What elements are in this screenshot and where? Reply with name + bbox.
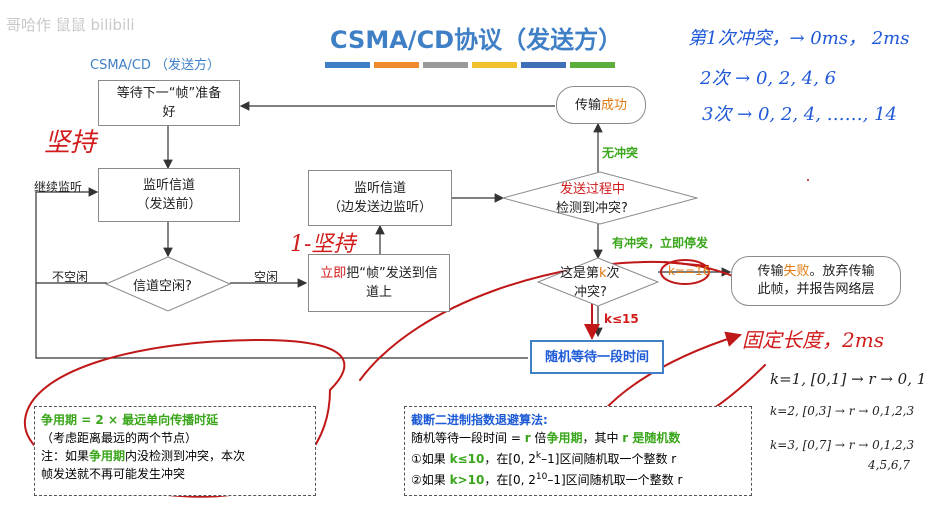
wait-frame-text: 等待下一“帧”准备好 [116, 86, 222, 120]
hand-one-persist: 1-坚持 [290, 232, 356, 257]
bl2sup: k [535, 451, 542, 461]
contention-line-1: 争用期 = 2 × 最远单向传播时延 [41, 411, 309, 429]
listen-before-text: 监听信道 （发送前） [136, 178, 202, 212]
backoff-line-2: ①如果 k≤10，在[0, 2k–1]区间随机取一个整数 r [411, 447, 745, 468]
title-color-bar [325, 62, 615, 68]
hand-first: 第1次冲突，→ 0ms， 2ms [688, 28, 910, 49]
hand-fixed: 固定长度，2ms [742, 328, 884, 352]
backoff-title: 截断二进制指数退避算法: [411, 413, 548, 427]
detect-q2-text: 检测到冲突? [556, 201, 628, 216]
kth-k: k [599, 266, 607, 281]
title-bar-segment-2 [374, 62, 419, 68]
kth-collision-diamond [537, 257, 659, 307]
success-prefix: 传输 [574, 97, 601, 113]
edge-k-le-15: k≤15 [604, 312, 639, 326]
kth-a: 这是第 [560, 266, 600, 281]
edge-k-eq-16: k==16 [668, 264, 711, 278]
send-prefix: 立即 [320, 266, 347, 281]
hand-persist: 坚持 [44, 128, 97, 158]
channel-idle-text: 信道空闲? [133, 279, 192, 294]
bl1a: 随机等待一段时间 = [411, 431, 525, 445]
contention-term: 争用期 [41, 413, 78, 427]
listen-before-node: 监听信道 （发送前） [98, 168, 240, 222]
bl3c: –1]区间随机取一个整数 r [547, 473, 683, 487]
kth-text-1: 这是第k次 [560, 262, 620, 281]
bl1c: 争用期 [546, 431, 583, 445]
bl2a: ①如果 [411, 452, 450, 466]
cl3b: 争用期 [89, 449, 126, 463]
bl2b: ，在[0, 2 [484, 452, 536, 466]
edge-no-collision: 无冲突 [602, 146, 639, 160]
edge-busy: 不空闲 [52, 270, 89, 284]
contention-line-3: 注：如果争用期内没检测到冲突，本次 [41, 447, 309, 465]
cl3a: 注：如果 [41, 449, 90, 463]
contention-line-4: 帧发送就不再可能发生冲突 [41, 467, 186, 481]
backoff-line-3: ②如果 k>10，在[0, 210–1]区间随机取一个整数 r [411, 468, 745, 489]
success-text: 传输成功 [575, 96, 627, 115]
failure-line-1: 传输失败。放弃传输 [757, 263, 874, 281]
bl1d: ，其中 [582, 431, 623, 445]
fail-b: 。放弃传输 [809, 264, 875, 279]
edge-idle: 空闲 [254, 270, 279, 284]
title-bar-segment-4 [472, 62, 517, 68]
random-wait-text: 随机等待一段时间 [544, 349, 649, 365]
hand-k1: k=1, [0,1] → r → 0, 1 [770, 370, 927, 388]
hand-k3: k=3, [0,7] → r → 0,1,2,3 [770, 438, 915, 452]
bl1b: 倍 [530, 431, 547, 445]
detect-q1-text: 发送过程中 [560, 182, 626, 197]
send-frame-text: 立即把“帧”发送到信道上 [309, 264, 449, 302]
kth-text-2: 冲突? [574, 285, 607, 300]
contention-period-note: 争用期 = 2 × 最远单向传播时延 （考虑距离最远的两个节点） 注：如果争用期… [34, 406, 316, 496]
hand-k2: k=2, [0,3] → r → 0,1,2,3 [770, 404, 915, 418]
bl1r: r [524, 431, 531, 445]
title-bar-segment-1 [325, 62, 370, 68]
edge-has-collision: 有冲突，立即停发 [612, 236, 709, 250]
title-bar-segment-6 [570, 62, 615, 68]
fail-word: 失败 [783, 264, 810, 279]
backoff-algorithm-note: 截断二进制指数退避算法: 随机等待一段时间 = r 倍争用期，其中 r 是随机数… [404, 406, 752, 496]
success-word: 成功 [601, 97, 628, 113]
send-frame-node: 立即把“帧”发送到信道上 [308, 254, 450, 312]
cl3c: 内没检测到冲突，本次 [125, 449, 246, 463]
kth-b: 次 [606, 266, 620, 281]
detect-collision-diamond [502, 171, 698, 225]
channel-idle-diamond [105, 256, 231, 312]
send-rest: 把“帧”发送到信道上 [346, 266, 438, 300]
fail-a: 传输 [757, 264, 784, 279]
wait-frame-node: 等待下一“帧”准备好 [98, 80, 240, 126]
hand-second: 2次 → 0, 2, 4, 6 [700, 68, 837, 89]
bl3k: k>10 [449, 473, 485, 487]
random-wait-node: 随机等待一段时间 [530, 340, 664, 374]
bl3sup: 10 [535, 472, 548, 482]
diagram-subtitle: CSMA/CD （发送方） [90, 58, 221, 73]
bl1e: r 是随机数 [622, 431, 681, 445]
bl2c: –1]区间随机取一个整数 r [541, 452, 677, 466]
listen-during-node: 监听信道 （边发送边监听） [308, 170, 452, 226]
listen-during-text: 监听信道 （边发送边监听） [327, 181, 432, 215]
edge-keep-listening: 继续监听 [34, 180, 83, 194]
title-bar-segment-3 [423, 62, 468, 68]
hand-third: 3次 → 0, 2, 4, ……, 14 [702, 104, 898, 125]
hand-k3b: 4,5,6,7 [868, 458, 910, 472]
failure-node: 传输失败。放弃传输 此帧，并报告网络层 [731, 256, 901, 306]
backoff-line-1: 随机等待一段时间 = r 倍争用期，其中 r 是随机数 [411, 429, 745, 447]
contention-def: = 2 × 最远单向传播时延 [77, 413, 219, 427]
page-title: CSMA/CD协议（发送方） [330, 26, 623, 54]
watermark: 哥哈作 鼠鼠 bilibili [6, 16, 135, 34]
failure-line-2: 此帧，并报告网络层 [757, 282, 875, 297]
bl3b: ，在[0, 2 [484, 473, 536, 487]
success-node: 传输成功 [556, 86, 646, 124]
bl2k: k≤10 [449, 452, 485, 466]
title-bar-segment-5 [521, 62, 566, 68]
bl3a: ②如果 [411, 473, 450, 487]
contention-line-2: （考虑距离最远的两个节点） [41, 431, 198, 445]
